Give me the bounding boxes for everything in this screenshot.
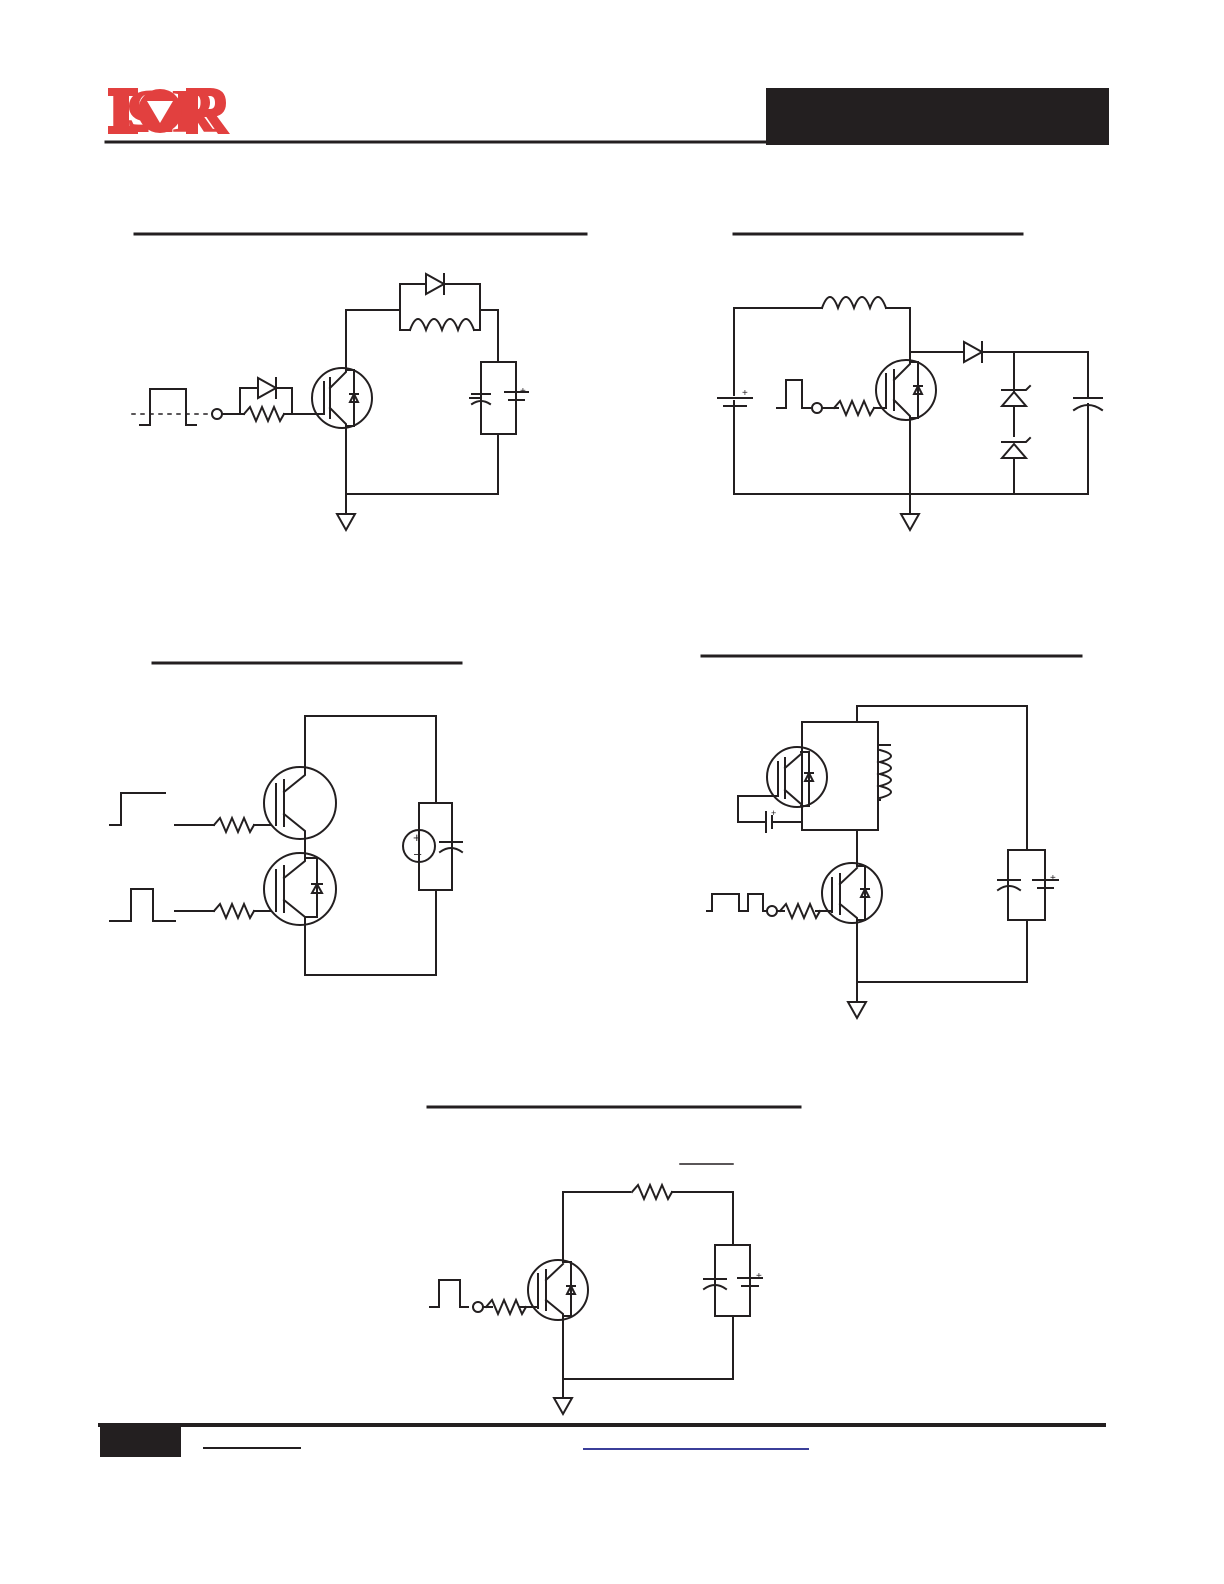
figure-b-circuit: + <box>716 232 1104 531</box>
part-number-bar <box>766 88 1109 145</box>
svg-text:+: + <box>413 830 421 845</box>
svg-text:+: + <box>771 808 776 818</box>
figure-a-circuit: + <box>131 232 588 531</box>
svg-text:+: + <box>742 388 748 399</box>
figure-e-circuit: + <box>426 1105 802 1415</box>
figure-d-circuit: + + <box>700 654 1083 1019</box>
svg-text:+: + <box>756 1271 762 1282</box>
svg-text:+: + <box>1050 873 1056 884</box>
figure-c-circuit: + – <box>109 661 464 976</box>
header <box>104 88 1109 145</box>
svg-text:+: + <box>520 386 526 397</box>
footer <box>98 1423 1106 1457</box>
logo-mark <box>108 88 230 134</box>
page-number-box <box>100 1425 181 1457</box>
svg-text:–: – <box>414 846 422 861</box>
